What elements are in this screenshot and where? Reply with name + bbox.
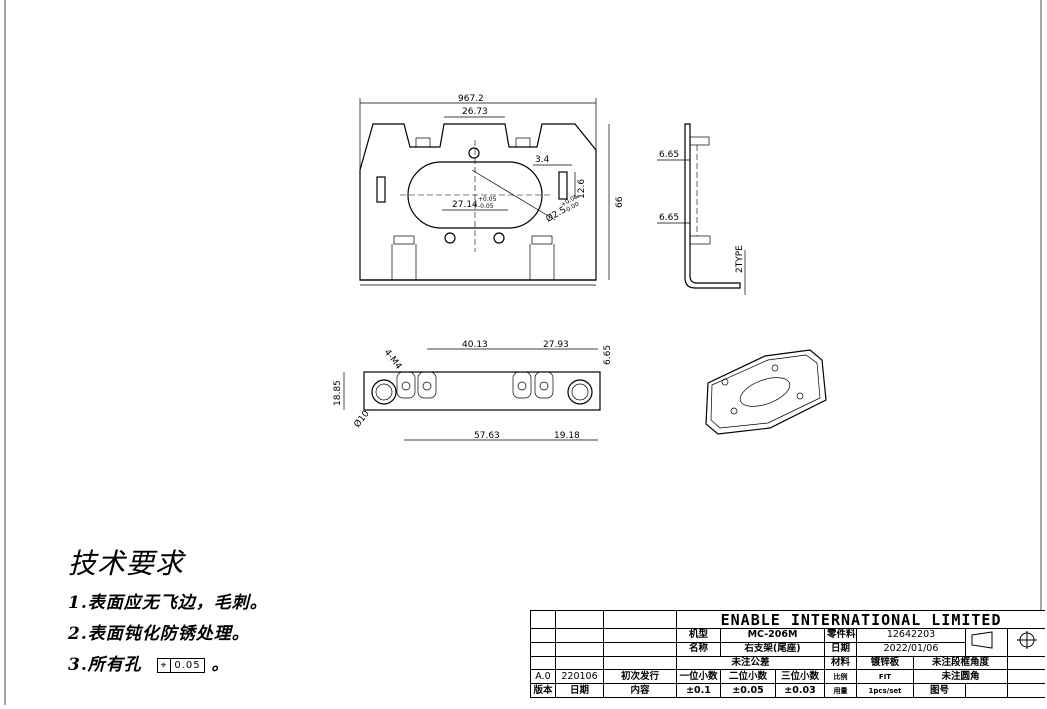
note-item-1: 1.表面应无飞边，毛刺。: [68, 593, 268, 613]
dim-tab-spacing: 26.73: [462, 107, 488, 117]
note-item-3: 3.所有孔 ⌖ 0.05 。: [68, 650, 488, 675]
dim-oval-tol-lower: -0.05: [478, 203, 494, 210]
name-label: 名称: [676, 641, 721, 657]
note-item-2: 2.表面钝化防锈处理。: [68, 624, 250, 644]
position-tolerance-icon: ⌖: [160, 660, 168, 671]
target-symbol: [1006, 628, 1045, 657]
dim-bottom-offset: 6.65: [603, 345, 613, 365]
bottom-view: 40.13 27.93 6.65 18.85 4-M4 Ø10 57.63 19…: [333, 340, 613, 441]
isometric-view: [705, 349, 827, 435]
tol-1-label: 一位小数: [676, 669, 721, 685]
dim-height: 66: [615, 196, 625, 208]
front-view: 967.2 26.73 66 3.4 12.6 27.14 +0.05 -0.0…: [359, 94, 625, 286]
rev-label: 版本: [530, 683, 556, 698]
note-item-3-end: 。: [211, 655, 230, 675]
dim-slot-height: 12.6: [577, 179, 587, 199]
thread-note: 4-M4: [382, 348, 404, 372]
tol-1-value: ±0.1: [676, 683, 721, 698]
usage-label: 用量: [824, 683, 857, 698]
tol-2-label: 二位小数: [720, 669, 776, 685]
company-name: ENABLE INTERNATIONAL LIMITED: [675, 610, 1045, 629]
hole-bottom-right: [493, 232, 505, 244]
scale-label: 比例: [824, 669, 857, 685]
rev-content-value: 初次发行: [603, 669, 677, 685]
slot-right: [558, 171, 568, 200]
unmarked-fillet: 未注圆角: [913, 669, 1008, 685]
notes-title: 技术要求: [68, 547, 185, 580]
date-label: 日期: [824, 641, 857, 657]
dim-side-top: 6.65: [659, 150, 679, 160]
front-view-outline: [359, 123, 597, 281]
unmarked-angle: 未注段框角度: [913, 655, 1008, 671]
tol-3-value: ±0.03: [775, 683, 825, 698]
title-block: ENABLE INTERNATIONAL LIMITED 机型 MC-206M …: [530, 610, 1045, 705]
dim-oval-length: 27.14: [452, 200, 478, 210]
dim-bottom-edge: 19.18: [554, 431, 580, 441]
projection-symbol: [965, 628, 1008, 657]
dim-bottom-height: 18.85: [333, 380, 343, 406]
dim-oval-tol-upper: +0.05: [478, 196, 497, 203]
material-value: 镀锌板: [856, 655, 914, 671]
tolerance-label: 未注公差: [676, 655, 825, 671]
side-note: 2TYPE: [735, 245, 745, 273]
slot-left: [376, 176, 386, 203]
dim-bottom-width: 57.63: [474, 431, 500, 441]
projection-icon: [971, 631, 992, 649]
name-value: 右支架(尾座): [720, 641, 825, 657]
part-no-label: 零件料号: [824, 628, 857, 643]
dim-slot-width: 3.4: [535, 155, 550, 165]
hole-bottom-left: [444, 232, 456, 244]
dim-large-hole: Ø10: [352, 408, 372, 430]
tol-3-label: 三位小数: [775, 669, 825, 685]
scale-value: FIT: [856, 669, 914, 685]
position-tolerance-value: 0.05: [170, 659, 203, 672]
side-view: 6.65 6.65 2TYPE: [657, 123, 746, 295]
technical-requirements: 技术要求 1.表面应无飞边，毛刺。 2.表面钝化防锈处理。 3.所有孔 ⌖ 0.…: [68, 542, 488, 675]
date-value: 2022/01/06: [856, 641, 966, 657]
target-icon: [1016, 631, 1037, 650]
isometric-outline: [705, 349, 827, 435]
model-label: 机型: [676, 628, 721, 643]
rev-content-label: 内容: [603, 683, 677, 698]
rev-date-label: 日期: [555, 683, 604, 698]
bottom-view-outline: [363, 371, 601, 411]
drawing-no-label: 图号: [913, 683, 966, 698]
dim-side-bottom: 6.65: [659, 213, 679, 223]
material-label: 材料: [824, 655, 857, 671]
tol-2-value: ±0.05: [720, 683, 776, 698]
part-no-value: 12642203: [856, 628, 966, 643]
side-view-outline: [684, 123, 741, 289]
model-value: MC-206M: [720, 628, 825, 643]
dim-bottom-span-b: 27.93: [543, 340, 569, 350]
usage-value: 1pcs/set: [856, 683, 914, 698]
rev-value: A.0: [530, 669, 556, 685]
hole-top: [468, 147, 480, 159]
dim-bottom-span-a: 40.13: [462, 340, 488, 350]
rev-date-value: 220106: [555, 669, 604, 685]
note-item-3-text: 3.所有孔: [68, 655, 142, 675]
position-tolerance-frame: ⌖ 0.05: [156, 658, 205, 673]
dim-overall-width: 967.2: [458, 94, 484, 104]
